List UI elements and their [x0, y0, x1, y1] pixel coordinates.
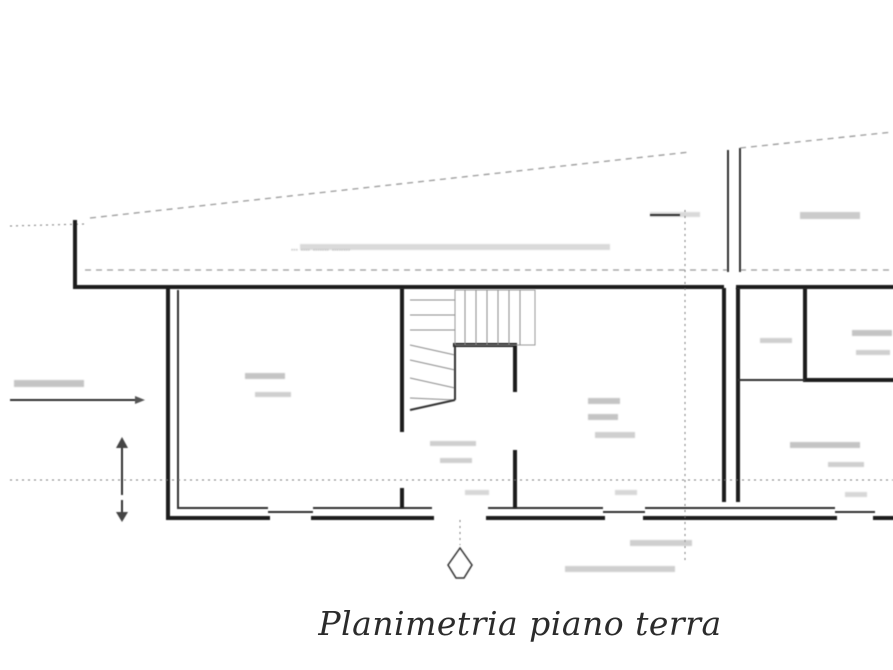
entrance-symbol — [447, 520, 473, 579]
section-markers — [10, 210, 893, 560]
plan-caption: Planimetria piano terra — [318, 604, 722, 643]
staircase — [409, 289, 536, 411]
perimeter-walls — [73, 220, 893, 520]
svg-text:ᐧᐧᐧ ᐧᐧᐧᐧ ᐧᐧᐧᐧᐧᐧᐧ ᐧᐧᐧᐧᐧᐧᐧᐧ: ᐧᐧᐧ ᐧᐧᐧᐧ ᐧᐧᐧᐧᐧᐧᐧ ᐧᐧᐧᐧᐧᐧᐧᐧ — [290, 246, 350, 256]
terrace-outline — [9, 131, 893, 272]
terrace-annotations: ᐧᐧᐧ ᐧᐧᐧᐧ ᐧᐧᐧᐧᐧᐧᐧ ᐧᐧᐧᐧᐧᐧᐧᐧ — [290, 212, 860, 256]
room-annotations — [14, 330, 892, 572]
